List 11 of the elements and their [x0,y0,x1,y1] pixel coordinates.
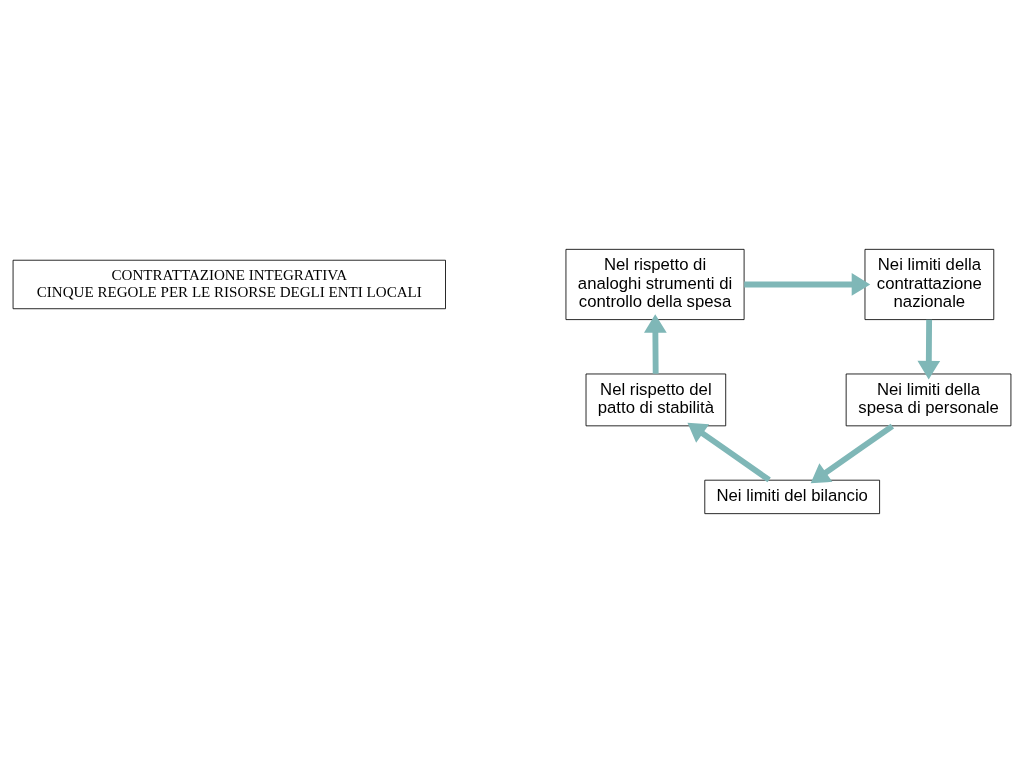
arrow [917,319,941,380]
arrow [810,423,895,484]
arrow [644,314,667,374]
node-box: Nei limiti della spesa di personale [845,373,1012,427]
node-box: CONTRATTAZIONE INTEGRATIVA CINQUE REGOLE PER LE RISORSE DEGLI ENTI LOCALI [12,259,446,310]
node-box: Nei limiti del bilancio [704,479,881,515]
arrow [687,422,771,483]
node-box: Nel rispetto del patto di stabilità [585,373,727,427]
node-box: Nel rispetto di analoghi strumenti di controllo della spesa [565,248,745,321]
node-box: Nei limiti della contrattazione nazionale [864,248,995,321]
arrow [744,273,871,296]
